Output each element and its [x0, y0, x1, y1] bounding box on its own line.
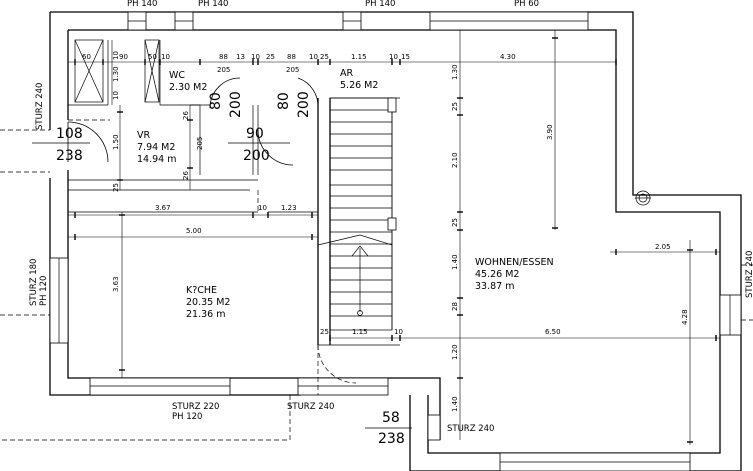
dim-kitchen-500: 5.00 — [186, 227, 202, 235]
dim-vcol-1: 25 — [451, 102, 459, 111]
dim-stair-115: 1.15 — [352, 328, 368, 336]
room-wc-name: WC — [169, 70, 185, 81]
dim-vr-150: 1.50 — [112, 134, 120, 150]
room-wohnen-area: 45.26 M2 — [475, 269, 519, 280]
dim-small-v-0: 10 — [112, 51, 120, 60]
label-ph-top-2: PH 140 — [198, 0, 228, 9]
door-wc-height: 200 — [228, 91, 244, 118]
label-sturz-left-mid: STURZ 180 — [29, 259, 39, 306]
outer-walls — [49, 11, 742, 471]
label-sturz-bottom-3: STURZ 240 — [447, 424, 494, 434]
door-ar-width: 80 — [276, 92, 292, 110]
room-wohnen-perimeter: 33.87 m — [475, 281, 514, 292]
room-kueche-area: 20.35 M2 — [186, 297, 230, 308]
dashed-lines — [0, 119, 753, 441]
dim-top-10: 25 — [320, 53, 329, 61]
dimension-labels: 60 90 50 10 88 13 10 25 88 10 25 1.15 10… — [82, 51, 689, 412]
dim-top-0: 60 — [82, 53, 91, 61]
dim-vcol-3: 25 — [451, 218, 459, 227]
room-wc-area: 2.30 M2 — [169, 82, 207, 93]
door-sizes: 108 238 90 200 80 200 80 200 58 238 — [32, 91, 412, 447]
dim-205-b: 205 — [286, 66, 299, 74]
dim-small-v-2: 10 — [112, 91, 120, 100]
room-wohnen-name: WOHNEN/ESSEN — [475, 257, 554, 268]
staircase — [317, 97, 397, 331]
label-ph-bottom-1: PH 120 — [172, 412, 202, 422]
room-kueche-perimeter: 21.36 m — [186, 309, 225, 320]
dim-vr-26-b: 26 — [182, 171, 190, 180]
dim-top-8: 88 — [287, 53, 296, 61]
room-vr-perimeter: 14.94 m — [137, 154, 176, 165]
dim-kitchen-123: 1.23 — [281, 204, 297, 212]
room-vr-name: VR — [137, 130, 150, 141]
dim-top-2: 50 — [148, 53, 157, 61]
cupboards — [74, 39, 160, 103]
dim-stair-25: 25 — [320, 328, 329, 336]
room-kueche-name: K?CHE — [186, 285, 217, 296]
dim-205-c: 205 — [196, 137, 204, 150]
label-ph-top-1: PH 140 — [127, 0, 157, 9]
chimney-icon — [635, 190, 651, 206]
door-vr-height: 200 — [243, 148, 270, 164]
dim-vcol-5: 28 — [451, 302, 459, 311]
label-sturz-left-top: STURZ 240 — [35, 83, 45, 130]
dim-205-a: 205 — [217, 66, 230, 74]
door-wc-width: 80 — [208, 92, 224, 110]
door-vr-width: 90 — [246, 126, 264, 142]
door-terrace-height: 238 — [378, 431, 405, 447]
room-ar-name: AR — [340, 68, 353, 79]
dim-vcol-0: 1.30 — [451, 64, 459, 80]
dim-living-205: 2.05 — [655, 243, 671, 251]
dim-top-3: 10 — [161, 53, 170, 61]
dim-top-6: 10 — [251, 53, 260, 61]
dim-top-9: 10 — [309, 53, 318, 61]
door-terrace-width: 58 — [382, 410, 400, 426]
dim-vr-25: 25 — [112, 183, 120, 192]
dim-vr-26-a: 26 — [182, 111, 190, 120]
dim-top-1: 90 — [119, 53, 128, 61]
dim-vcol-2: 2.10 — [451, 152, 459, 168]
dim-top-14: 4.30 — [500, 53, 516, 61]
dim-top-5: 13 — [236, 53, 245, 61]
label-ph-left-mid: PH 120 — [39, 276, 49, 306]
room-labels: WC 2.30 M2 AR 5.26 M2 VR 7.94 M2 14.94 m… — [137, 68, 554, 320]
label-sturz-right: STURZ 240 — [745, 251, 753, 298]
dim-living-428: 4.28 — [681, 309, 689, 325]
dim-kitchen-10: 10 — [258, 204, 267, 212]
dim-top-12: 10 — [389, 53, 398, 61]
label-ph-top-3: PH 140 — [365, 0, 395, 9]
dim-living-650: 6.50 — [545, 328, 561, 336]
room-ar-area: 5.26 M2 — [340, 80, 378, 91]
dim-top-13: 15 — [401, 53, 410, 61]
dim-kitchen-363: 3.63 — [112, 276, 120, 292]
windows — [49, 11, 742, 471]
room-vr-area: 7.94 M2 — [137, 142, 175, 153]
dim-vcol-4: 1.40 — [451, 254, 459, 270]
label-sturz-bottom-2: STURZ 240 — [287, 402, 334, 412]
door-ar-height: 200 — [296, 91, 312, 118]
dim-vcol-6: 1.20 — [451, 344, 459, 360]
label-sturz-bottom-1: STURZ 220 — [172, 402, 219, 412]
door-entry-height: 238 — [56, 148, 83, 164]
dimension-lines — [68, 30, 720, 445]
dim-living-390: 3.90 — [546, 124, 554, 140]
dim-vcol-7: 1.40 — [451, 396, 459, 412]
dim-top-11: 1.15 — [351, 53, 367, 61]
label-ph-top-4: PH 60 — [514, 0, 539, 9]
opening-labels: PH 140 PH 140 PH 140 PH 60 STURZ 240 STU… — [29, 0, 753, 434]
dim-small-v-1: 1.30 — [112, 66, 120, 82]
door-entry-width: 108 — [56, 126, 83, 142]
doors — [67, 77, 357, 384]
dim-top-4: 88 — [219, 53, 228, 61]
dim-stair-10: 10 — [394, 328, 403, 336]
dim-top-7: 25 — [266, 53, 275, 61]
dim-kitchen-367: 3.67 — [155, 204, 171, 212]
